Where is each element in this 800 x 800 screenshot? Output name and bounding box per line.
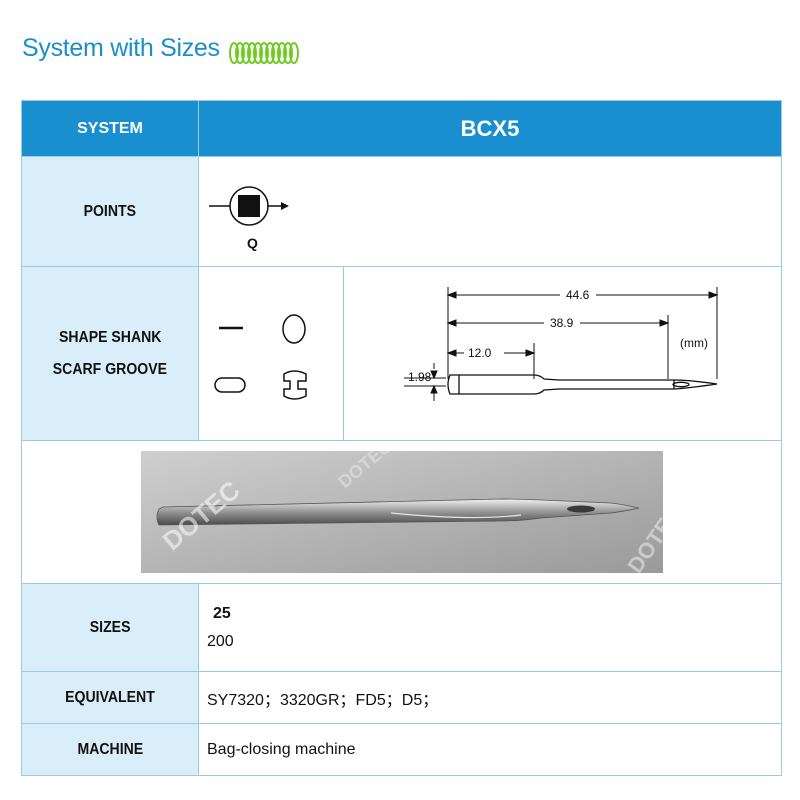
shape-label: SHAPE SHANK SCARF GROOVE [21,266,199,441]
equivalent-value: SY7320；3320GR；FD5；D5； [198,671,782,724]
system-label: SYSTEM [21,100,199,157]
sizes-row: SIZES 25 200 [21,583,782,672]
machine-value: Bag-closing machine [198,723,782,776]
dim-unit: (mm) [680,336,708,350]
equivalent-label: EQUIVALENT [21,671,199,724]
scarf-oval-icon [214,377,246,393]
points-value: Q [198,156,782,267]
photo-row: DOTEC DOTEC DOTEC [21,436,782,584]
dim-diameter: 1.98 [408,370,432,384]
system-value: BCX5 [198,100,782,157]
sizes-value: 25 200 [198,583,782,672]
point-code-label: Q [247,235,258,251]
spec-table: SYSTEM BCX5 POINTS Q SHAPE SHANK SCARF G… [21,100,782,776]
page-title: System with Sizes [22,34,220,62]
system-label-text: SYSTEM [77,119,143,137]
needle-photo-cell: DOTEC DOTEC DOTEC [21,436,782,584]
machine-row: MACHINE Bag-closing machine [21,723,782,776]
equivalent-row: EQUIVALENT SY7320；3320GR；FD5；D5； [21,671,782,724]
size-nm: 25 [213,604,231,622]
needle-photo-graphic: DOTEC DOTEC DOTEC [140,436,687,578]
machine-label: MACHINE [21,723,199,776]
needle-photo: DOTEC DOTEC DOTEC [140,436,687,578]
size-metric: 200 [207,632,234,650]
points-label: POINTS [21,156,199,267]
dim-shank: 12.0 [468,346,492,360]
dim-total: 44.6 [566,288,590,302]
groove-icon [283,370,307,400]
shape-icons-graphic [214,314,307,400]
points-row: POINTS Q [21,156,782,267]
spring-icon [229,42,299,64]
header-row: SYSTEM BCX5 [21,100,782,157]
shape-row: SHAPE SHANK SCARF GROOVE [21,266,782,441]
point-q-icon: Q [209,185,289,251]
shank-round-icon [282,314,306,344]
dim-mid: 38.9 [550,316,574,330]
needle-diagram: 44.6 38.9 12.0 1.98 (mm) [343,266,782,441]
shape-icons [198,266,344,441]
needle-dimension-drawing: 44.6 38.9 12.0 1.98 (mm) [404,287,719,401]
sizes-label: SIZES [21,583,199,672]
